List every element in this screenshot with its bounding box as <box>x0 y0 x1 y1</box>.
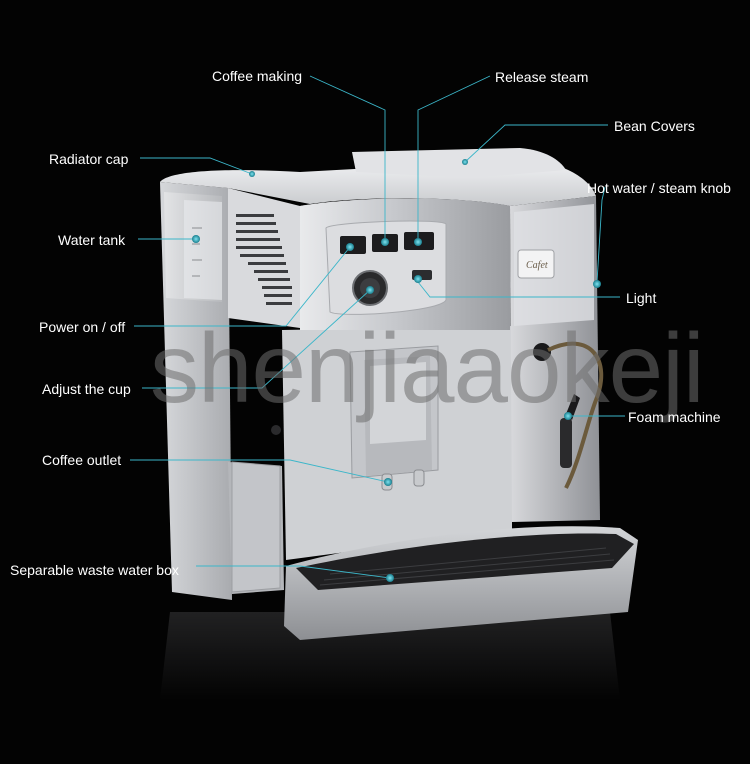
label-waste-box: Separable waste water box <box>10 562 179 578</box>
label-coffee-making: Coffee making <box>212 68 303 84</box>
steam-wand-base <box>533 343 551 361</box>
label-coffee-outlet: Coffee outlet <box>42 452 122 468</box>
vent-section <box>228 188 300 328</box>
bean-cover <box>352 148 566 178</box>
label-power: Power on / off <box>39 319 126 335</box>
label-release-steam: Release steam <box>495 69 589 85</box>
label-hot-water-knob: Hot water / steam knob <box>587 180 731 196</box>
label-light: Light <box>626 290 657 306</box>
label-water-tank: Water tank <box>58 232 126 248</box>
leader-lines <box>130 75 625 579</box>
label-radiator-cap: Radiator cap <box>49 151 129 167</box>
label-adjust-cup: Adjust the cup <box>42 381 131 397</box>
callout-dots <box>192 159 601 582</box>
foam-nozzle <box>560 418 572 468</box>
label-foam-machine: Foam machine <box>628 409 721 425</box>
steam-wand-pipe <box>547 341 604 489</box>
waste-box-panel <box>231 461 281 593</box>
side-knob <box>271 425 281 435</box>
brand-badge-text: Cafet <box>526 260 548 271</box>
water-tank-scale-marks <box>192 227 202 277</box>
label-bean-covers: Bean Covers <box>614 118 695 134</box>
coffee-nozzle-2 <box>413 469 425 487</box>
floor-reflection <box>160 612 620 700</box>
watermark-text: shenjiaaokeji <box>150 313 705 423</box>
brand-badge <box>517 249 555 279</box>
radiator-vents <box>236 214 292 305</box>
